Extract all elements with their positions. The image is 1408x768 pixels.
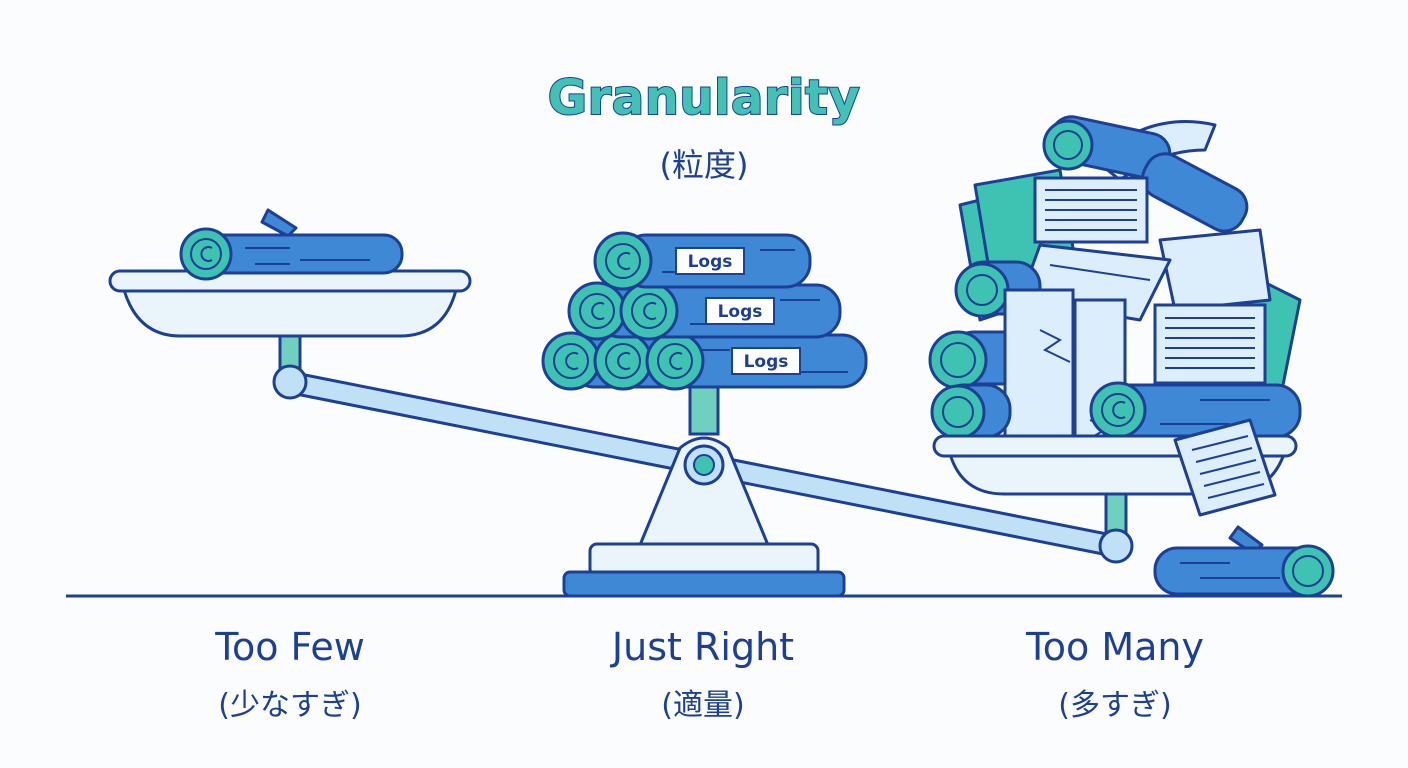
log-paper-pile [928,115,1302,440]
diagram-title: Granularity [547,69,861,127]
log-tag-box [705,297,775,325]
log-tag-box [675,247,745,275]
log-tag: Logs [718,302,763,322]
label-too-many-ja: (多すぎ) [1058,688,1172,723]
left-pan [122,288,458,338]
log-tag: Logs [688,252,733,272]
log-icon [541,331,868,391]
label-too-few: Too Few [215,625,365,669]
left-beam-pivot [272,364,308,400]
log-tag: Logs [744,352,789,372]
right-beam-pivot [1098,528,1134,564]
paper-sheet-icon [1173,418,1277,517]
label-just-right-ja: (適量) [661,688,745,723]
label-just-right: Just Right [611,625,795,669]
diagram-subtitle: (粒度) [659,146,749,184]
base-lower [562,570,846,598]
center-post [688,384,720,436]
fulcrum-center [693,454,715,476]
label-too-many: Too Many [1026,625,1204,669]
label-too-few-ja: (少なすぎ) [218,688,362,723]
log-icon [179,208,404,281]
log-tag-box [731,347,801,375]
fulcrum-stand [638,436,770,547]
log-icon [567,281,842,341]
log-icon [1153,525,1335,598]
